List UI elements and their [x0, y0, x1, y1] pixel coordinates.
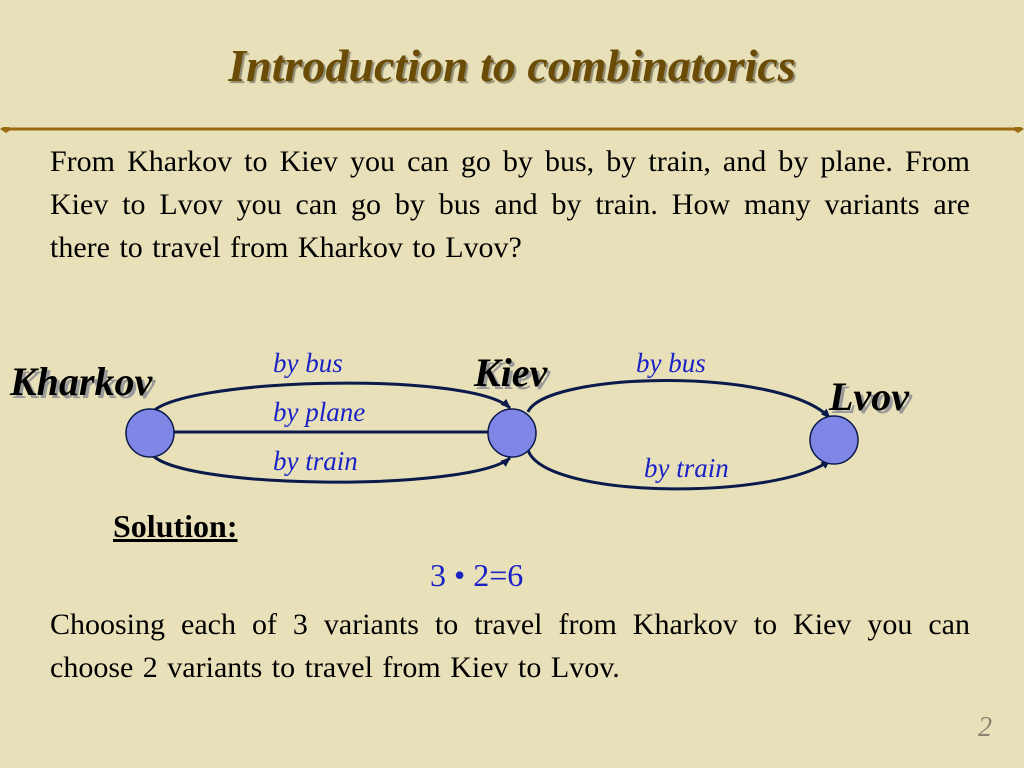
kiev-label: Kiev [473, 350, 549, 395]
divider-left-diamond [0, 127, 12, 133]
route-label-kharkov-kiev-plane: by plane [273, 397, 365, 427]
lvov-label-shadow: Lvov [831, 377, 913, 422]
kiev-label-shadow: Kiev [476, 353, 552, 398]
explanation-paragraph: Choosing each of 3 variants to travel fr… [50, 608, 970, 684]
problem-paragraph: From Kharkov to Kiev you can go by bus, … [50, 145, 970, 264]
edge-kharkov-kiev-train [148, 451, 511, 484]
lvov-label: Lvov [828, 374, 910, 419]
edge-kiev-lvov-train [526, 449, 831, 491]
node-lvov [809, 415, 859, 465]
slide-title: Introduction to combinatorics [228, 40, 796, 91]
page-number: 2 [978, 712, 992, 743]
solution-label: Solution: [113, 508, 238, 544]
node-kharkov [125, 408, 175, 458]
route-diagram: Kharkov Kharkov Kiev Kiev Lvov Lvov by b… [9, 348, 913, 491]
kharkov-label-shadow: Kharkov [12, 362, 156, 407]
route-label-kiev-lvov-bus: by bus [636, 348, 706, 378]
route-label-kharkov-kiev-train: by train [273, 446, 358, 476]
route-label-kharkov-kiev-bus: by bus [273, 348, 343, 378]
edge-kharkov-kiev-bus [148, 381, 512, 416]
solution-formula: 3 • 2=6 [430, 557, 524, 593]
edge-kiev-lvov-bus [526, 379, 832, 420]
node-kiev [487, 408, 537, 458]
route-label-kiev-lvov-train: by train [644, 453, 729, 483]
title-divider [0, 127, 1024, 133]
divider-right-diamond [1012, 127, 1024, 133]
kharkov-label: Kharkov [9, 359, 153, 404]
